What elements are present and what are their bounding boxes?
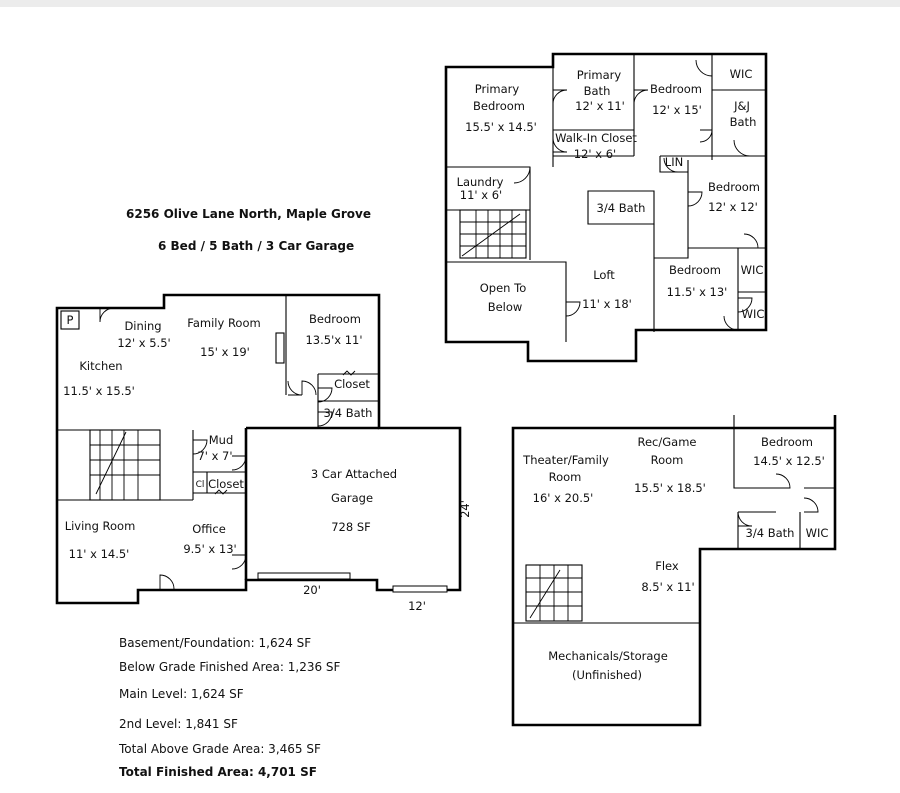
property-address: 6256 Olive Lane North, Maple Grove (126, 207, 371, 221)
family-room-name: Family Room (187, 316, 260, 330)
theater-name: Theater/Family (522, 453, 609, 467)
bedroom-a-name: Bedroom (650, 82, 702, 96)
walk-in-closet-size: 12' x 6' (574, 147, 616, 161)
dining-name: Dining (124, 319, 161, 333)
lower-wic-label: WIC (806, 526, 829, 540)
dim-12-label: 12' (408, 599, 426, 613)
loft-size: 11' x 18' (582, 297, 632, 311)
jj-bath-name: J&J (733, 99, 750, 113)
lower-three-quarter-bath-label: 3/4 Bath (746, 526, 795, 540)
family-room-size: 15' x 19' (200, 345, 250, 359)
open-to-below-line-1: Open To (480, 281, 526, 295)
lower-bedroom-name: Bedroom (761, 435, 813, 449)
pantry-label: P (67, 313, 74, 327)
flex-size: 8.5' x 11' (641, 580, 694, 594)
stat-above-grade: Total Above Grade Area: 3,465 SF (119, 742, 321, 756)
mud-size: 7' x 7' (197, 449, 232, 463)
upper-level-outline (444, 52, 768, 363)
jj-bath-name-2: Bath (730, 115, 757, 129)
theater-name-2: Room (549, 470, 582, 484)
flex-name: Flex (655, 559, 679, 573)
wic-b-label: WIC (741, 263, 764, 277)
stat-second-level: 2nd Level: 1,841 SF (119, 717, 238, 731)
living-room-size: 11' x 14.5' (69, 547, 130, 561)
bedroom-b-name: Bedroom (708, 180, 760, 194)
upper-three-quarter-bath-label: 3/4 Bath (597, 201, 646, 215)
mud-name: Mud (209, 433, 234, 447)
garage-name-2: Garage (331, 491, 373, 505)
main-level-plan (55, 293, 462, 605)
garage-area: 728 SF (331, 520, 371, 534)
primary-bedroom-name-2: Bedroom (473, 99, 525, 113)
primary-bath-name-2: Bath (584, 84, 611, 98)
primary-bedroom-name: Primary (475, 82, 520, 96)
dim-24-label: 24' (458, 500, 472, 518)
kitchen-name: Kitchen (79, 359, 122, 373)
loft-name: Loft (593, 268, 615, 282)
wic-c-label: WIC (742, 307, 765, 321)
top-bar (0, 0, 900, 7)
primary-bath-size: 12' x 11' (575, 99, 625, 113)
wic-a-label: WIC (730, 67, 753, 81)
dining-size: 12' x 5.5' (117, 336, 170, 350)
stat-basement: Basement/Foundation: 1,624 SF (119, 636, 312, 650)
bedroom-a-size: 12' x 15' (652, 103, 702, 117)
stat-total-finished: Total Finished Area: 4,701 SF (119, 765, 317, 779)
closet-a-label: Closet (334, 377, 370, 391)
living-room-name: Living Room (65, 519, 136, 533)
theater-size: 16' x 20.5' (533, 491, 594, 505)
cl-label: Cl (196, 480, 205, 490)
rec-room-name-2: Room (651, 453, 684, 467)
mechanicals-status: (Unfinished) (572, 668, 642, 682)
stat-below-grade: Below Grade Finished Area: 1,236 SF (119, 660, 341, 674)
stat-main-level: Main Level: 1,624 SF (119, 687, 244, 701)
garage-name: 3 Car Attached (311, 467, 397, 481)
primary-bath-name: Primary (577, 68, 622, 82)
laundry-size: 11' x 6' (460, 188, 502, 202)
closet-b-label: Closet (208, 477, 244, 491)
office-name: Office (192, 522, 226, 536)
bedroom-b-size: 12' x 12' (708, 200, 758, 214)
office-size: 9.5' x 13' (183, 542, 236, 556)
upper-level-plan (444, 52, 768, 363)
walk-in-closet-name: Walk-In Closet (555, 131, 637, 145)
bedroom-c-size: 11.5' x 13' (667, 285, 728, 299)
mechanicals-name: Mechanicals/Storage (548, 649, 668, 663)
rec-room-name: Rec/Game (638, 435, 697, 449)
kitchen-size: 11.5' x 15.5' (63, 384, 135, 398)
main-bedroom-size: 13.5'x 11' (305, 333, 362, 347)
lower-bedroom-size: 14.5' x 12.5' (753, 454, 825, 468)
property-summary: 6 Bed / 5 Bath / 3 Car Garage (158, 239, 355, 253)
main-bedroom-name: Bedroom (309, 312, 361, 326)
primary-bedroom-size: 15.5' x 14.5' (465, 120, 537, 134)
lower-level-outline (511, 415, 837, 727)
lower-level-plan (511, 415, 837, 727)
bedroom-c-name: Bedroom (669, 263, 721, 277)
rec-room-size: 15.5' x 18.5' (634, 481, 706, 495)
open-to-below-line-2: Below (488, 300, 523, 314)
main-three-quarter-bath-label: 3/4 Bath (324, 406, 373, 420)
dim-20-label: 20' (303, 583, 321, 597)
lin-label: LIN (665, 155, 683, 169)
laundry-name: Laundry (457, 175, 504, 189)
